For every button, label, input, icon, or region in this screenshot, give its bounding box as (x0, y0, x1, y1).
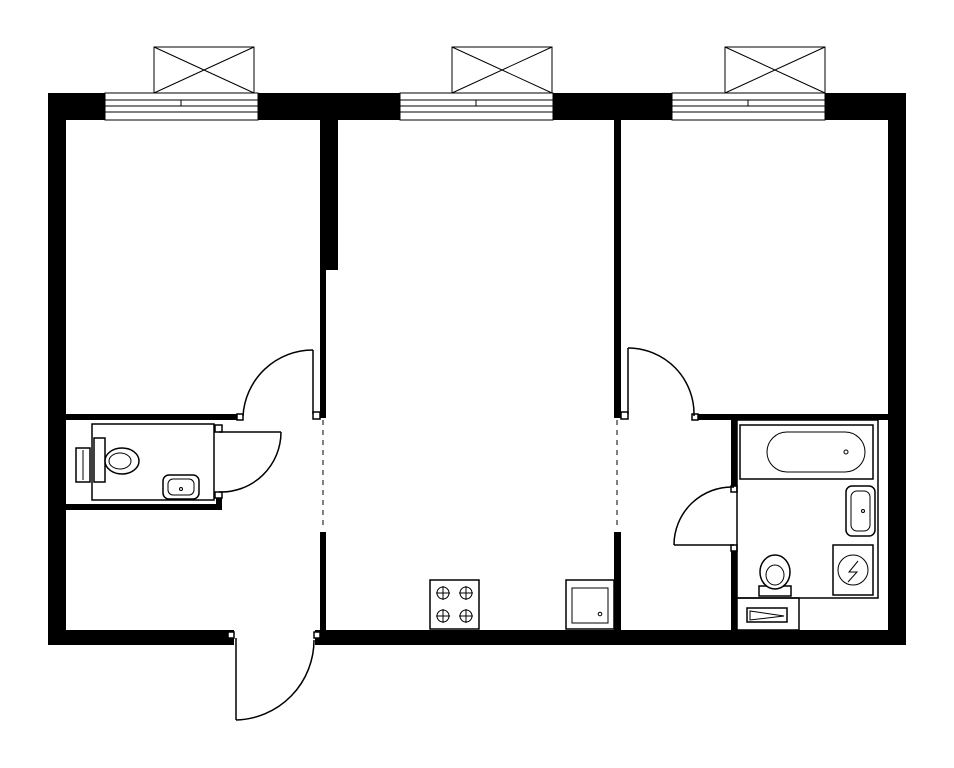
wc-fixtures (75, 423, 215, 501)
stub-left-bedroom (236, 413, 244, 421)
wall-right (888, 93, 906, 645)
wall-bedroom-left-bottom (66, 414, 243, 420)
bath-shelf (736, 597, 800, 631)
stub-bath-2 (730, 544, 738, 552)
wall-bottom-left (48, 630, 234, 645)
bathroom-fixtures (736, 419, 879, 631)
door-wc (218, 431, 282, 493)
wall-living-right-lower (614, 532, 621, 630)
wall-living-right-upper (614, 120, 621, 418)
wall-top-mid-left (258, 93, 400, 120)
door-bedroom-left (242, 349, 314, 417)
toilet-tank-left (93, 437, 106, 483)
door-stubs (214, 411, 738, 639)
stove-burners (436, 586, 473, 623)
ac-box-left (153, 46, 255, 94)
wall-wc-bottom (66, 504, 222, 510)
stub-right-bedroom (620, 411, 629, 420)
kitchen-fixtures (429, 579, 615, 630)
window-center (399, 46, 554, 121)
bathroom-inner (736, 419, 879, 599)
bath-flush-panel (746, 607, 788, 623)
wall-bedroom-living-mid (320, 120, 326, 418)
wall-bedroom-right-bottom (698, 414, 888, 420)
door-bedroom-right (627, 347, 695, 417)
door-bathroom (673, 486, 735, 546)
window-right (671, 46, 826, 121)
stub-entrance-2 (313, 631, 321, 639)
ac-box-right (724, 46, 826, 94)
wall-bath-left-lower (731, 545, 737, 630)
interior-walls (66, 120, 888, 630)
washing-machine (832, 544, 874, 596)
outer-walls (48, 93, 906, 645)
kitchen-sink (565, 579, 615, 630)
wall-bath-left-upper (731, 420, 737, 492)
stub-wc-2 (214, 491, 223, 499)
window-left (104, 46, 259, 121)
stub-left-bedroom-2 (312, 411, 321, 420)
toilet-bath (759, 554, 791, 590)
wc-cabinet (91, 423, 215, 501)
wall-top-mid-right (553, 93, 672, 120)
wall-living-lower-left (320, 532, 326, 630)
ac-box-center (451, 46, 553, 94)
stub-right-bedroom-2 (691, 413, 699, 421)
wall-left (48, 93, 66, 645)
sink-bath (845, 485, 876, 537)
stub-entrance (227, 631, 235, 639)
lightning-bolt-icon (847, 560, 859, 583)
wall-bottom-right (315, 630, 906, 645)
stub-wc (214, 424, 223, 433)
stove (429, 579, 480, 630)
wall-wc-right (216, 492, 222, 510)
door-entrance (235, 638, 315, 721)
toilet-left (104, 447, 140, 475)
bathtub (739, 424, 874, 480)
